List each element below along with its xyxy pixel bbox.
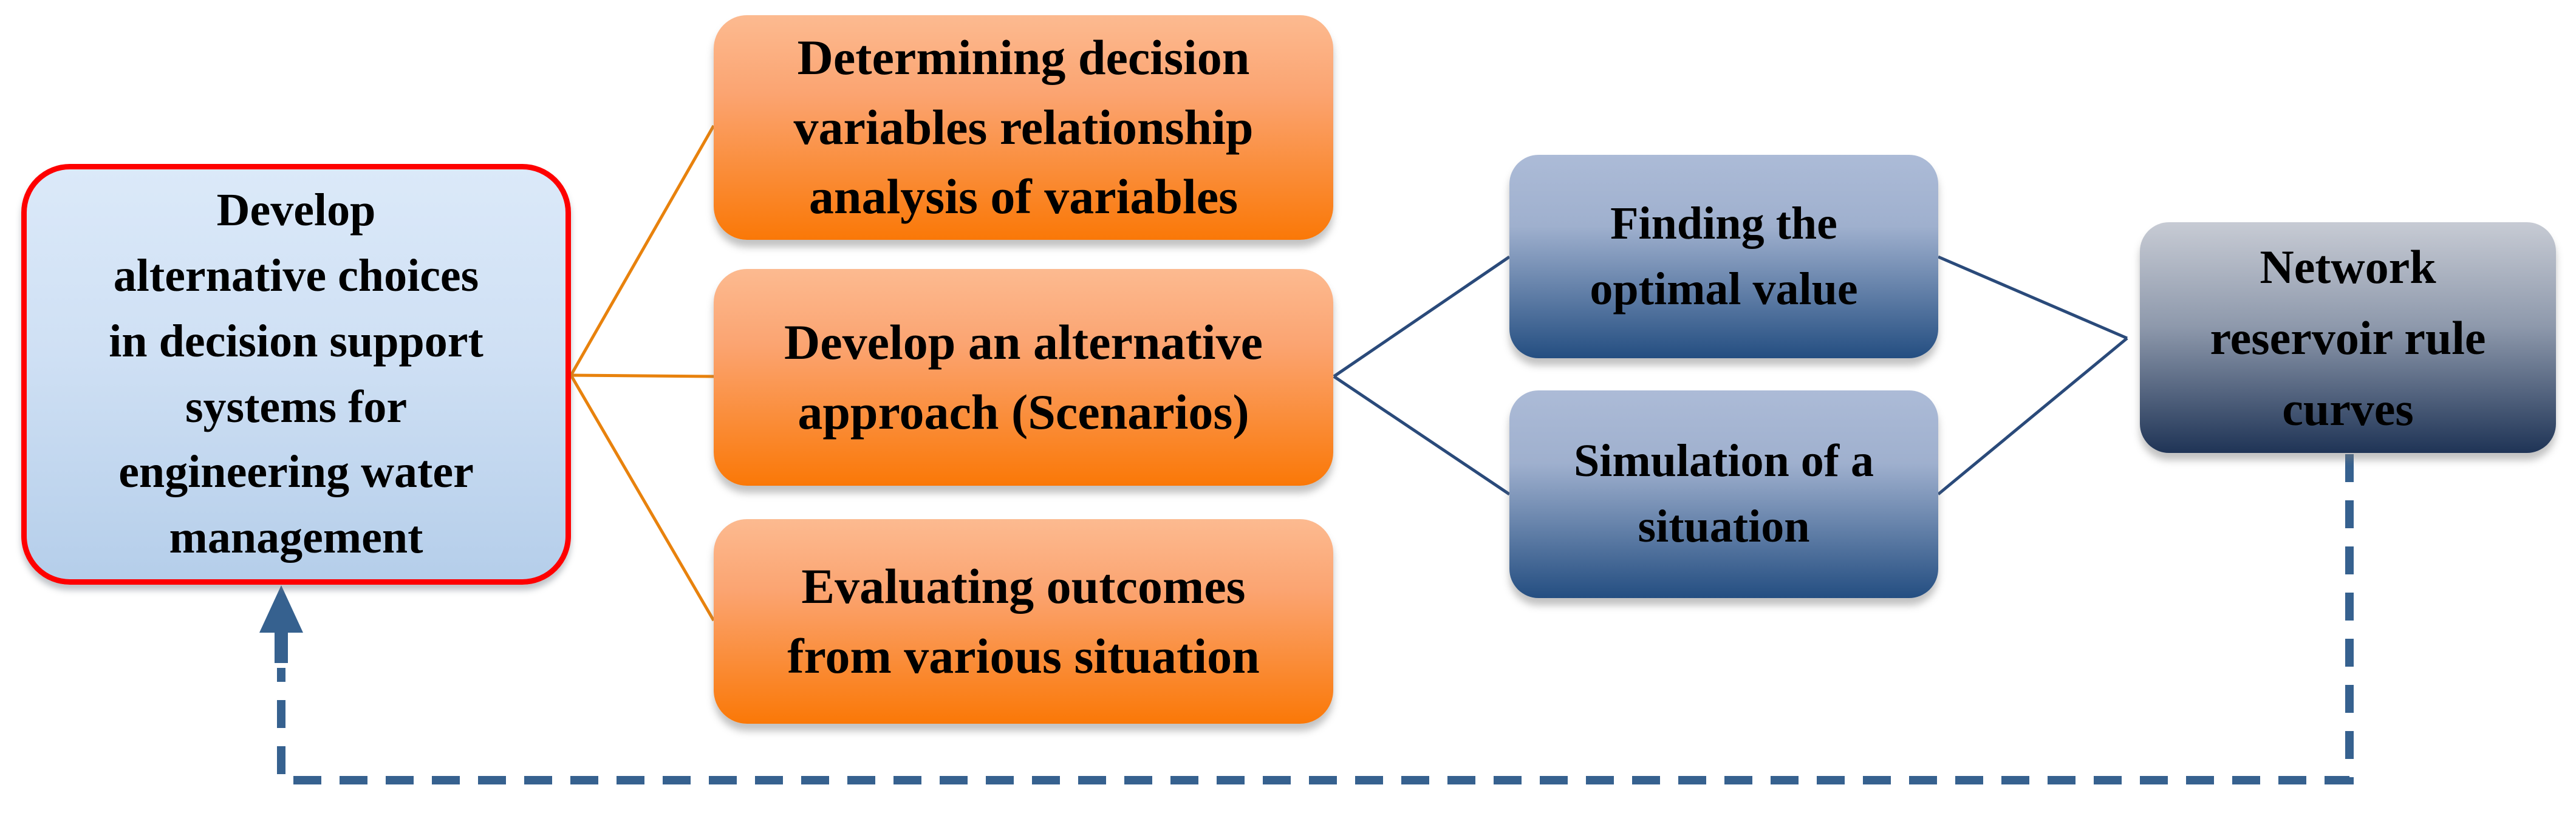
node-text-line: Finding the <box>1610 197 1837 249</box>
node-evaluating-outcomes: Evaluating outcomes from various situati… <box>714 519 1333 724</box>
node-text-line: engineering water <box>118 446 474 498</box>
connector-approach-to-finding <box>1333 255 1511 378</box>
connector-develop-to-determining <box>569 124 716 376</box>
node-text-line: Network <box>2260 240 2436 293</box>
node-text-line: variables relationship <box>793 99 1254 155</box>
connector-simulation-to-network <box>1937 337 2128 495</box>
node-text-line: approach (Scenarios) <box>798 384 1249 440</box>
node-text-line: in decision support <box>109 315 483 367</box>
node-simulation-of-situation: Simulation of a situation <box>1509 390 1938 598</box>
node-network-reservoir-rule-curves: Network reservoir rule curves <box>2140 222 2556 453</box>
node-text-line: optimal value <box>1590 263 1858 315</box>
node-text-line: Develop an alternative <box>784 314 1263 370</box>
node-text-line: systems for <box>185 381 408 432</box>
connector-finding-to-network <box>1938 255 2128 340</box>
node-text-line: curves <box>2282 382 2414 435</box>
node-text-line: analysis of variables <box>808 169 1238 225</box>
node-determining-decision-variables: Determining decision variables relations… <box>714 15 1333 240</box>
node-text-line: situation <box>1638 501 1810 552</box>
node-develop-alternative-approach: Develop an alternative approach (Scenari… <box>714 269 1333 486</box>
node-finding-optimal-value: Finding the optimal value <box>1509 155 1938 358</box>
node-text-line: from various situation <box>787 628 1260 684</box>
connector-develop-to-evaluating <box>569 374 716 622</box>
connector-develop-to-approach <box>570 373 714 378</box>
node-text-line: Evaluating outcomes <box>801 558 1246 614</box>
node-text-line: Simulation of a <box>1573 435 1874 487</box>
node-text-line: alternative choices <box>113 250 479 301</box>
node-text-line: Determining decision <box>797 29 1250 85</box>
node-develop-alternative-choices: Develop alternative choices in decision … <box>21 164 571 585</box>
feedback-arrowhead-icon <box>259 585 303 633</box>
node-text-line: Develop <box>216 184 376 236</box>
node-text-line: reservoir rule <box>2210 311 2486 364</box>
feedback-dashed-connector <box>277 454 2354 784</box>
node-text-line: management <box>169 512 423 563</box>
connector-approach-to-simulation <box>1333 375 1511 496</box>
